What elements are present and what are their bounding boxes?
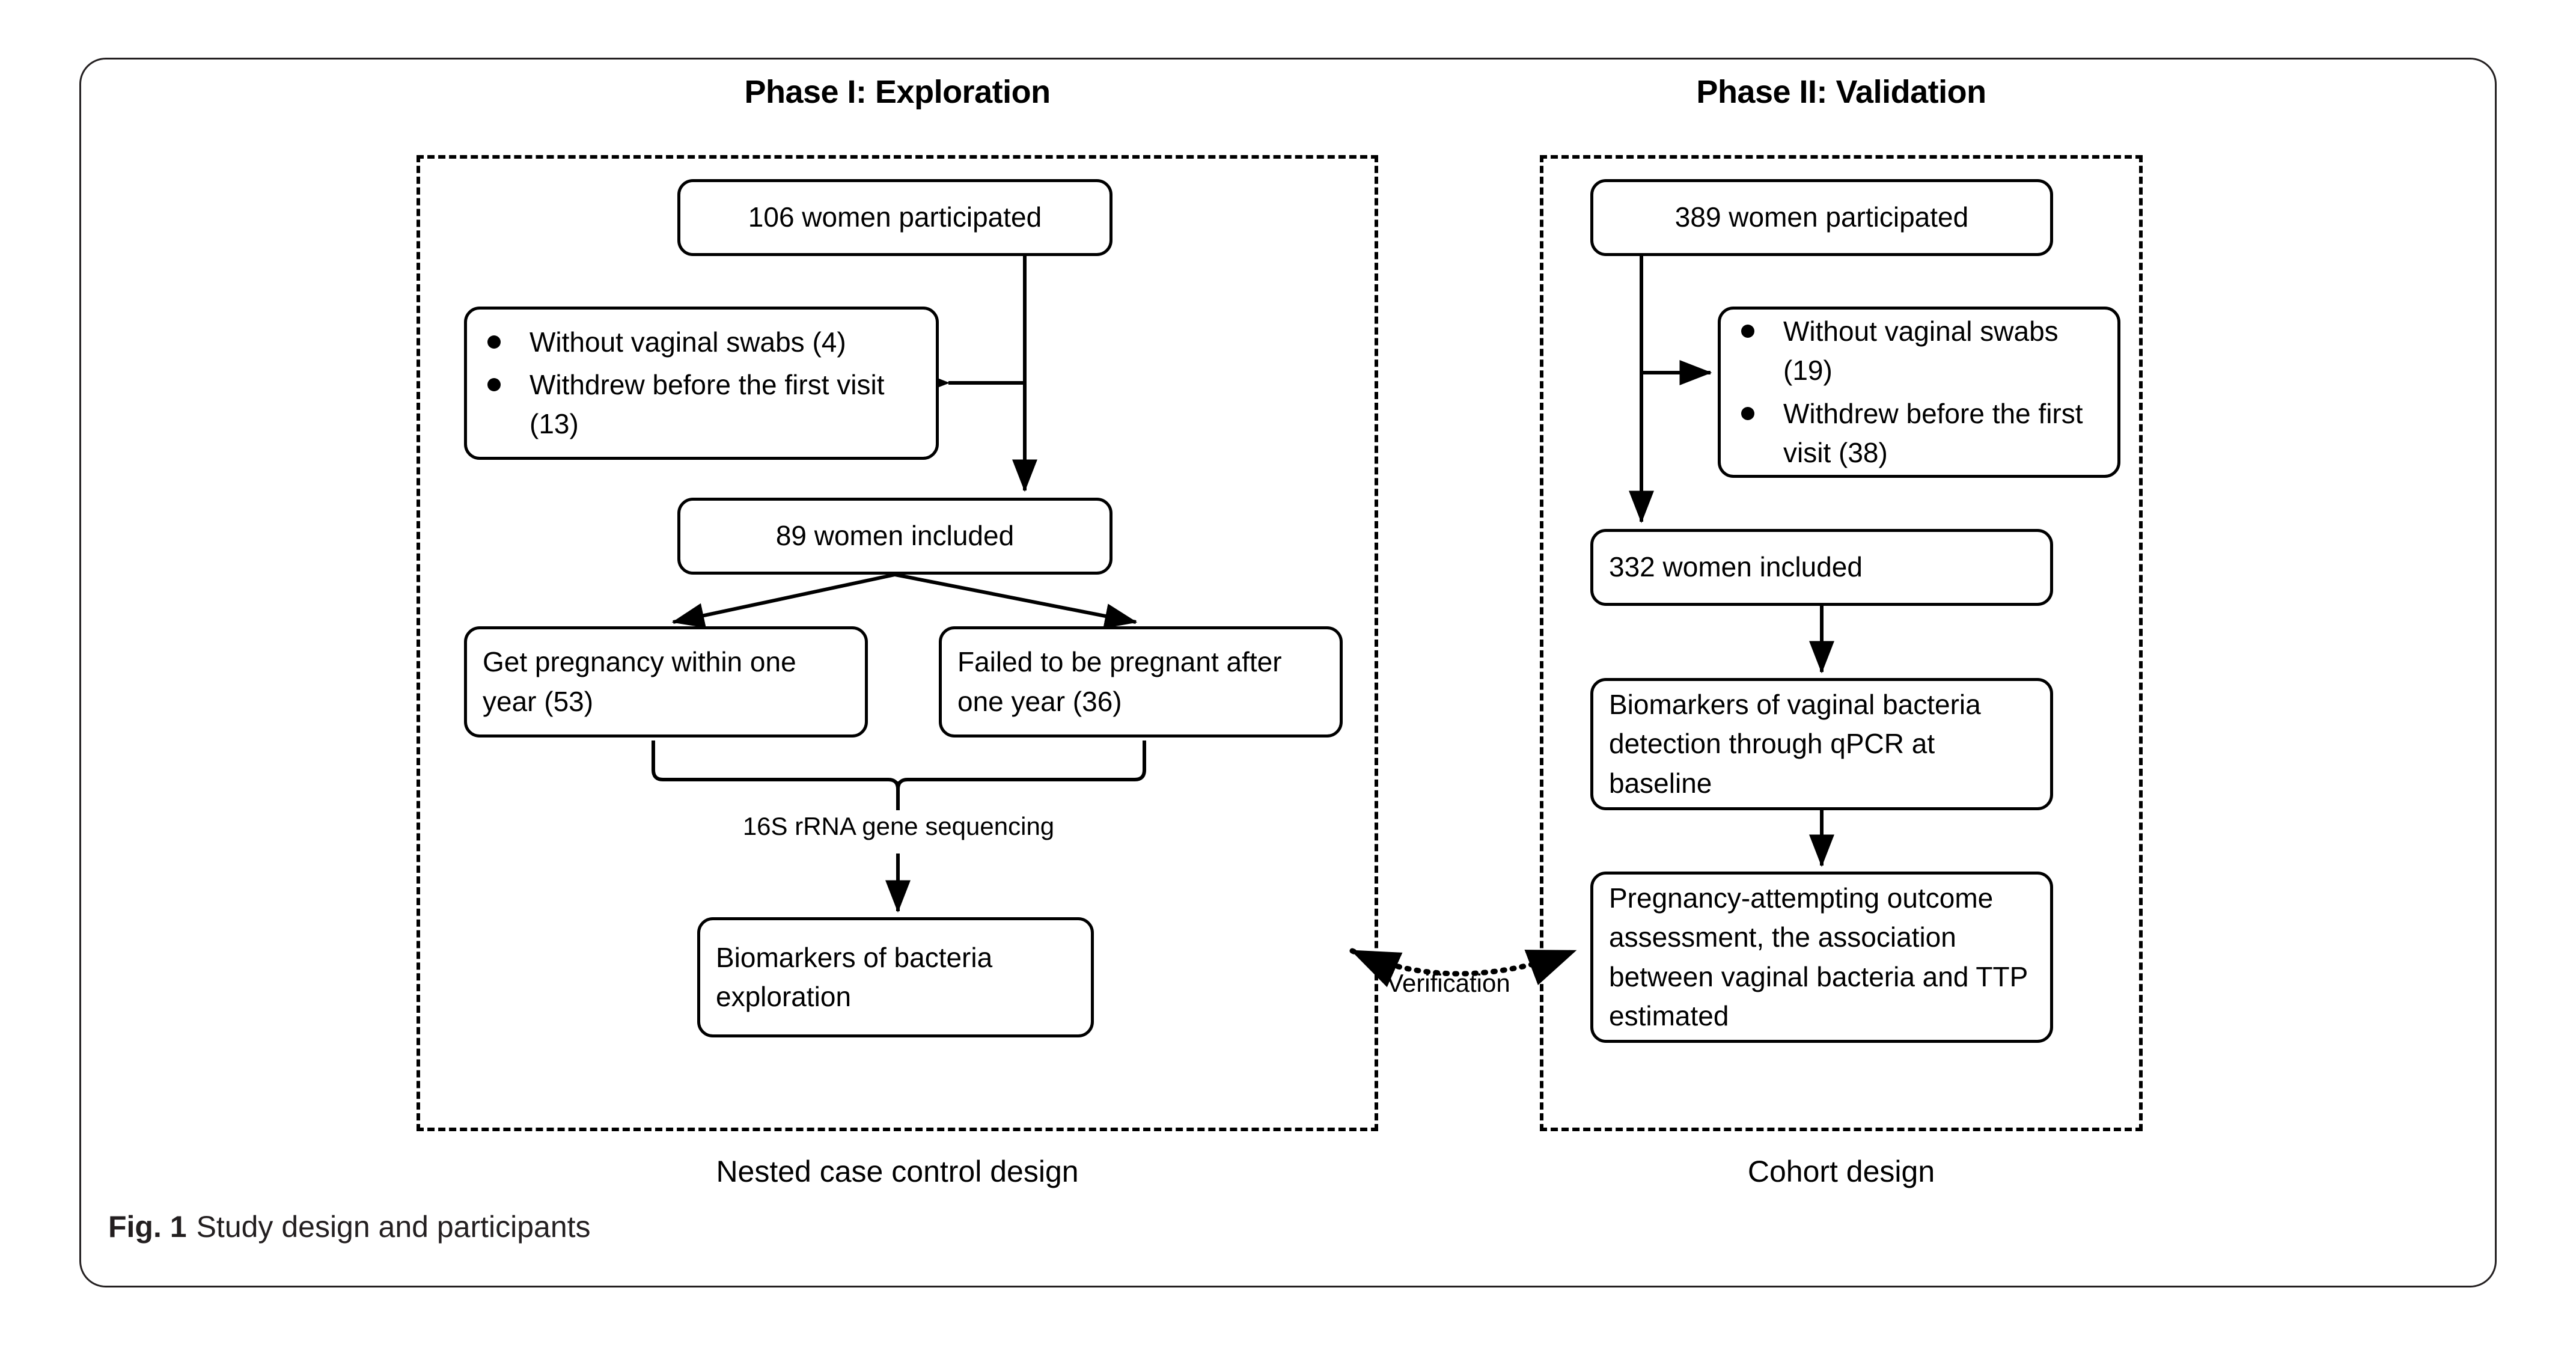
bullet-icon xyxy=(487,335,501,349)
node-participated-phase2-label: 389 women participated xyxy=(1674,201,1969,233)
figure-caption-text: Study design and participants xyxy=(196,1210,591,1244)
node-exclusions-phase1[interactable]: Without vaginal swabs (4) Withdrew befor… xyxy=(464,307,939,460)
phase-title-exploration: Phase I: Exploration xyxy=(744,74,1051,110)
node-included-phase1-label: 89 women included xyxy=(775,520,1015,552)
exclusion-list-phase2: Without vaginal swabs (19) Withdrew befo… xyxy=(1721,312,2117,472)
bullet-icon xyxy=(1741,406,1754,420)
node-pregnant-within-one-year[interactable]: Get pregnancy within one year (53) xyxy=(464,626,868,738)
node-pregnant-within-one-year-label: Get pregnancy within one year (53) xyxy=(483,646,796,717)
design-label-cohort: Cohort design xyxy=(1747,1155,1935,1188)
node-failed-pregnant-after-one-year-label: Failed to be pregnant after one year (36… xyxy=(957,646,1282,717)
node-biomarkers-exploration[interactable]: Biomarkers of bacteria exploration xyxy=(697,917,1094,1037)
node-biomarkers-exploration-label: Biomarkers of bacteria exploration xyxy=(716,941,993,1012)
list-item: Withdrew before the first visit (38) xyxy=(1739,394,2104,473)
phase-title-validation: Phase II: Validation xyxy=(1696,74,1986,110)
node-qpcr-detection[interactable]: Biomarkers of vaginal bacteria detection… xyxy=(1590,678,2053,810)
node-participated-phase1[interactable]: 106 women participated xyxy=(677,179,1113,256)
exclusion-text: Withdrew before the first visit (38) xyxy=(1783,397,2083,468)
node-included-phase1[interactable]: 89 women included xyxy=(677,498,1113,575)
node-participated-phase1-label: 106 women participated xyxy=(748,201,1042,233)
edge-label-verification: Verification xyxy=(1387,969,1510,997)
node-exclusions-phase2[interactable]: Without vaginal swabs (19) Withdrew befo… xyxy=(1718,307,2120,478)
list-item: Without vaginal swabs (19) xyxy=(1739,312,2104,391)
phase-container-exploration xyxy=(417,155,1378,1131)
node-included-phase2[interactable]: 332 women included xyxy=(1590,529,2053,606)
exclusion-text: Without vaginal swabs (4) xyxy=(530,326,846,358)
figure-caption: Fig. 1 Study design and participants xyxy=(108,1209,591,1244)
edge-label-16s-sequencing: 16S rRNA gene sequencing xyxy=(742,812,1055,840)
phase-container-validation xyxy=(1540,155,2143,1131)
figure-number: Fig. 1 xyxy=(108,1210,187,1244)
node-outcome-assessment[interactable]: Pregnancy-attempting outcome assessment,… xyxy=(1590,872,2053,1043)
exclusion-text: Without vaginal swabs (19) xyxy=(1783,315,2059,386)
node-included-phase2-label: 332 women included xyxy=(1609,551,1863,583)
node-qpcr-detection-label: Biomarkers of vaginal bacteria detection… xyxy=(1609,689,1981,799)
node-participated-phase2[interactable]: 389 women participated xyxy=(1590,179,2053,256)
list-item: Without vaginal swabs (4) xyxy=(485,323,923,362)
exclusion-list-phase1: Without vaginal swabs (4) Withdrew befor… xyxy=(467,323,936,444)
list-item: Withdrew before the first visit (13) xyxy=(485,365,923,444)
bullet-icon xyxy=(487,377,501,391)
node-outcome-assessment-label: Pregnancy-attempting outcome assessment,… xyxy=(1609,882,2028,1031)
exclusion-text: Withdrew before the first visit (13) xyxy=(530,368,885,440)
node-failed-pregnant-after-one-year[interactable]: Failed to be pregnant after one year (36… xyxy=(939,626,1343,738)
bullet-icon xyxy=(1741,324,1754,338)
design-label-nested-case-control: Nested case control design xyxy=(716,1155,1079,1188)
